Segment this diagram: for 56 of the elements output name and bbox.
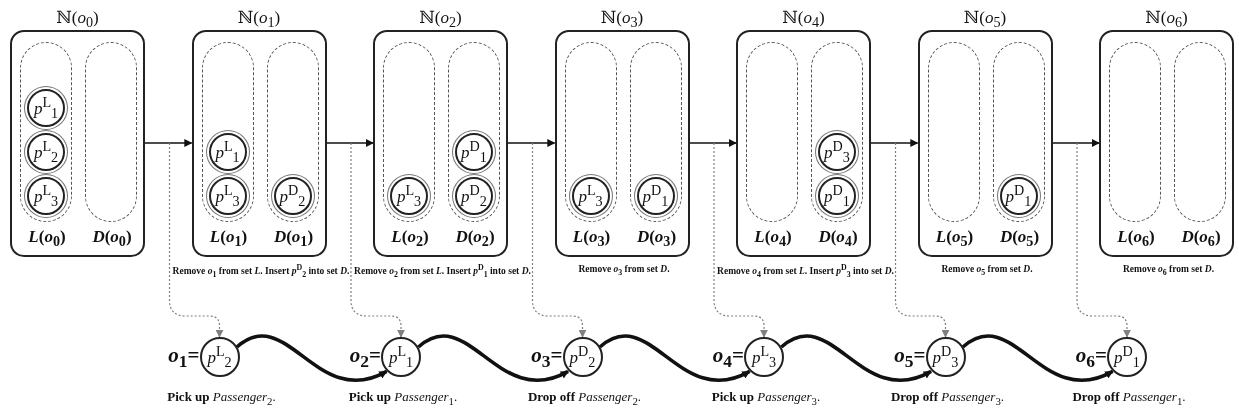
set-label: D(o$_{5}$) [998, 227, 1041, 251]
route-arrow [961, 334, 1114, 383]
route-arrow [417, 334, 569, 383]
transition-arrow [144, 139, 193, 147]
action-caption: Drop off Passenger$_{2}$. [526, 389, 643, 407]
set-label: D(o$_{1}$) [272, 227, 315, 251]
transition-arrow [507, 139, 556, 147]
set-label: L(o$_{2}$) [390, 227, 430, 251]
route-arrow [598, 334, 751, 383]
dotted-arrow [894, 142, 950, 338]
transition-arrow [325, 139, 374, 147]
state-heading: ℕ(o$_{5}$) [962, 7, 1008, 32]
set-label: L(o$_{0}$) [27, 227, 67, 251]
dotted-arrow [713, 142, 768, 338]
update-note: Remove o$_{3}$ from set D. [577, 263, 671, 279]
state-heading: ℕ(o$_{3}$) [599, 7, 645, 32]
route-arrow [235, 334, 388, 383]
action-caption: Pick up Passenger$_{1}$. [347, 389, 459, 407]
update-note: Remove o$_{1}$ from set L. Insert p$^{D}$$_{2}$ into set D. [171, 263, 351, 281]
order-label: o$_{6}$= [1075, 343, 1107, 373]
set-label: D(o$_{2}$) [454, 227, 496, 251]
transition-arrow [870, 139, 919, 147]
order-label: o$_{3}$= [531, 343, 563, 373]
dotted-arrow [350, 142, 405, 338]
dotted-arrow [168, 142, 224, 338]
order-label: o$_{4}$= [712, 343, 744, 373]
update-note: Remove o$_{5}$ from set D. [940, 263, 1034, 279]
set-label: L(o$_{4}$) [753, 227, 793, 251]
action-caption: Drop off Passenger$_{3}$. [889, 389, 1006, 407]
state-heading: ℕ(o$_{0}$) [55, 7, 100, 32]
update-note: Remove o$_{2}$ from set L. Insert p$^{D}$$_{1}$ into set D. [353, 263, 532, 281]
order-label: o$_{2}$= [349, 343, 381, 373]
set-label: D(o$_{4}$) [817, 227, 859, 251]
state-heading: ℕ(o$_{2}$) [418, 7, 463, 32]
set-label: D(o$_{3}$) [635, 227, 678, 251]
route-arrow [780, 334, 932, 383]
set-label: L(o$_{1}$) [208, 227, 249, 251]
dotted-arrow [1076, 142, 1131, 338]
update-note: Remove o$_{4}$ from set L. Insert p$^{D}$$_{3}$ into set D. [716, 263, 895, 281]
set-label: L(o$_{3}$) [571, 227, 612, 251]
action-caption: Pick up Passenger$_{3}$. [710, 389, 822, 407]
state-heading: ℕ(o$_{1}$) [236, 7, 282, 32]
order-label: o$_{5}$= [894, 343, 926, 373]
action-caption: Pick up Passenger$_{2}$. [166, 389, 277, 407]
set-label: D(o$_{6}$) [1180, 227, 1222, 251]
set-label: L(o$_{6}$) [1116, 227, 1156, 251]
set-label: D(o$_{0}$) [91, 227, 133, 251]
transition-arrow [688, 139, 737, 147]
update-note: Remove o$_{6}$ from set D. [1121, 263, 1216, 279]
dotted-arrow [531, 142, 587, 338]
state-heading: ℕ(o$_{4}$) [781, 7, 826, 32]
transition-arrow [1051, 139, 1100, 147]
set-label: L(o$_{5}$) [934, 227, 975, 251]
order-label: o$_{1}$= [168, 343, 200, 373]
state-heading: ℕ(o$_{6}$) [1144, 7, 1189, 32]
action-caption: Drop off Passenger$_{1}$. [1071, 389, 1187, 407]
